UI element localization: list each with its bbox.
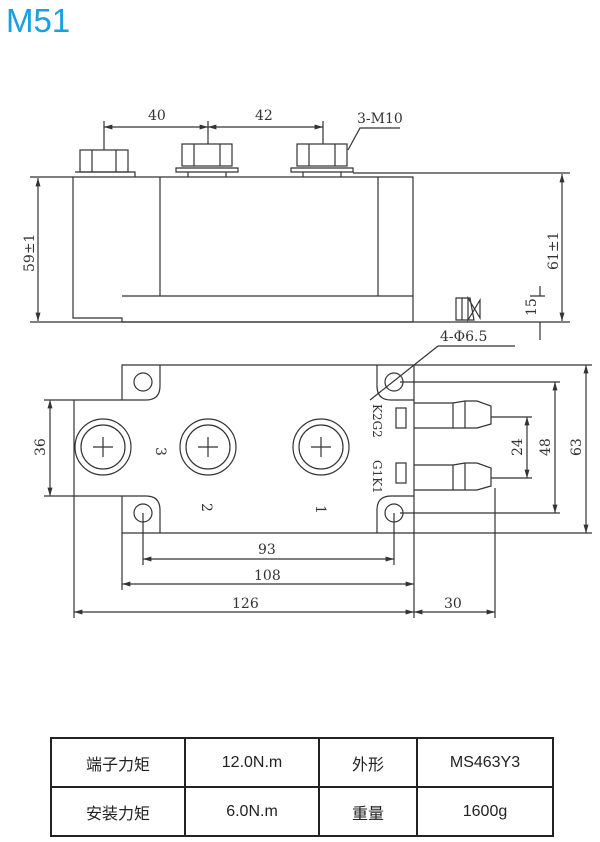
dim-15: 15: [524, 298, 540, 316]
terminal-2-label: 2: [198, 503, 214, 512]
spec-value: 12.0N.m: [184, 737, 320, 788]
screw-terminals: [74, 418, 350, 476]
spec-value: MS463Y3: [416, 737, 554, 788]
model-title: M51: [6, 2, 71, 39]
terminal-1-label: 1: [312, 505, 328, 514]
dim-36: 36: [33, 438, 49, 456]
gate-g1k1-label: G1K1: [370, 460, 384, 494]
terminal-nut: [75, 143, 354, 177]
dim-30: 30: [444, 596, 462, 612]
dim-42: 42: [255, 108, 273, 124]
dim-59: 59±1: [22, 234, 38, 272]
table-row: 端子力矩 12.0N.m 外形 MS463Y3: [50, 737, 554, 788]
dim-48: 48: [538, 438, 554, 456]
dim-108: 108: [254, 568, 281, 584]
dim-24: 24: [510, 438, 526, 456]
spec-value: 1600g: [416, 786, 554, 837]
gate-k2g2-label: K2G2: [370, 404, 384, 438]
spec-label: 外形: [318, 737, 418, 788]
spec-label: 重量: [318, 786, 418, 837]
spec-value: 6.0N.m: [184, 786, 320, 837]
dim-126: 126: [232, 596, 259, 612]
spec-label: 安装力矩: [50, 786, 186, 837]
spec-label: 端子力矩: [50, 737, 186, 788]
hole-spec: 4-Φ6.5: [440, 329, 487, 345]
thread-label: 3-M10: [357, 111, 403, 127]
table-row: 安装力矩 6.0N.m 重量 1600g: [50, 786, 554, 837]
side-view: 40 42 3-M10 59±1 61±1 15 4-Φ6.5: [22, 108, 570, 401]
dimension-drawing: 40 42 3-M10 59±1 61±1 15 4-Φ6.5 3 2 1 K2…: [22, 108, 592, 618]
dim-61: 61±1: [546, 232, 562, 270]
dim-63: 63: [569, 438, 585, 456]
top-view: 3 2 1 K2G2 G1K1 93 108 126 30 36 24 48 6…: [33, 364, 592, 618]
terminal-3-label: 3: [152, 447, 168, 456]
dim-93: 93: [258, 542, 276, 558]
spec-table: 端子力矩 12.0N.m 外形 MS463Y3 安装力矩 6.0N.m 重量 1…: [50, 737, 554, 837]
dim-40: 40: [148, 108, 166, 124]
